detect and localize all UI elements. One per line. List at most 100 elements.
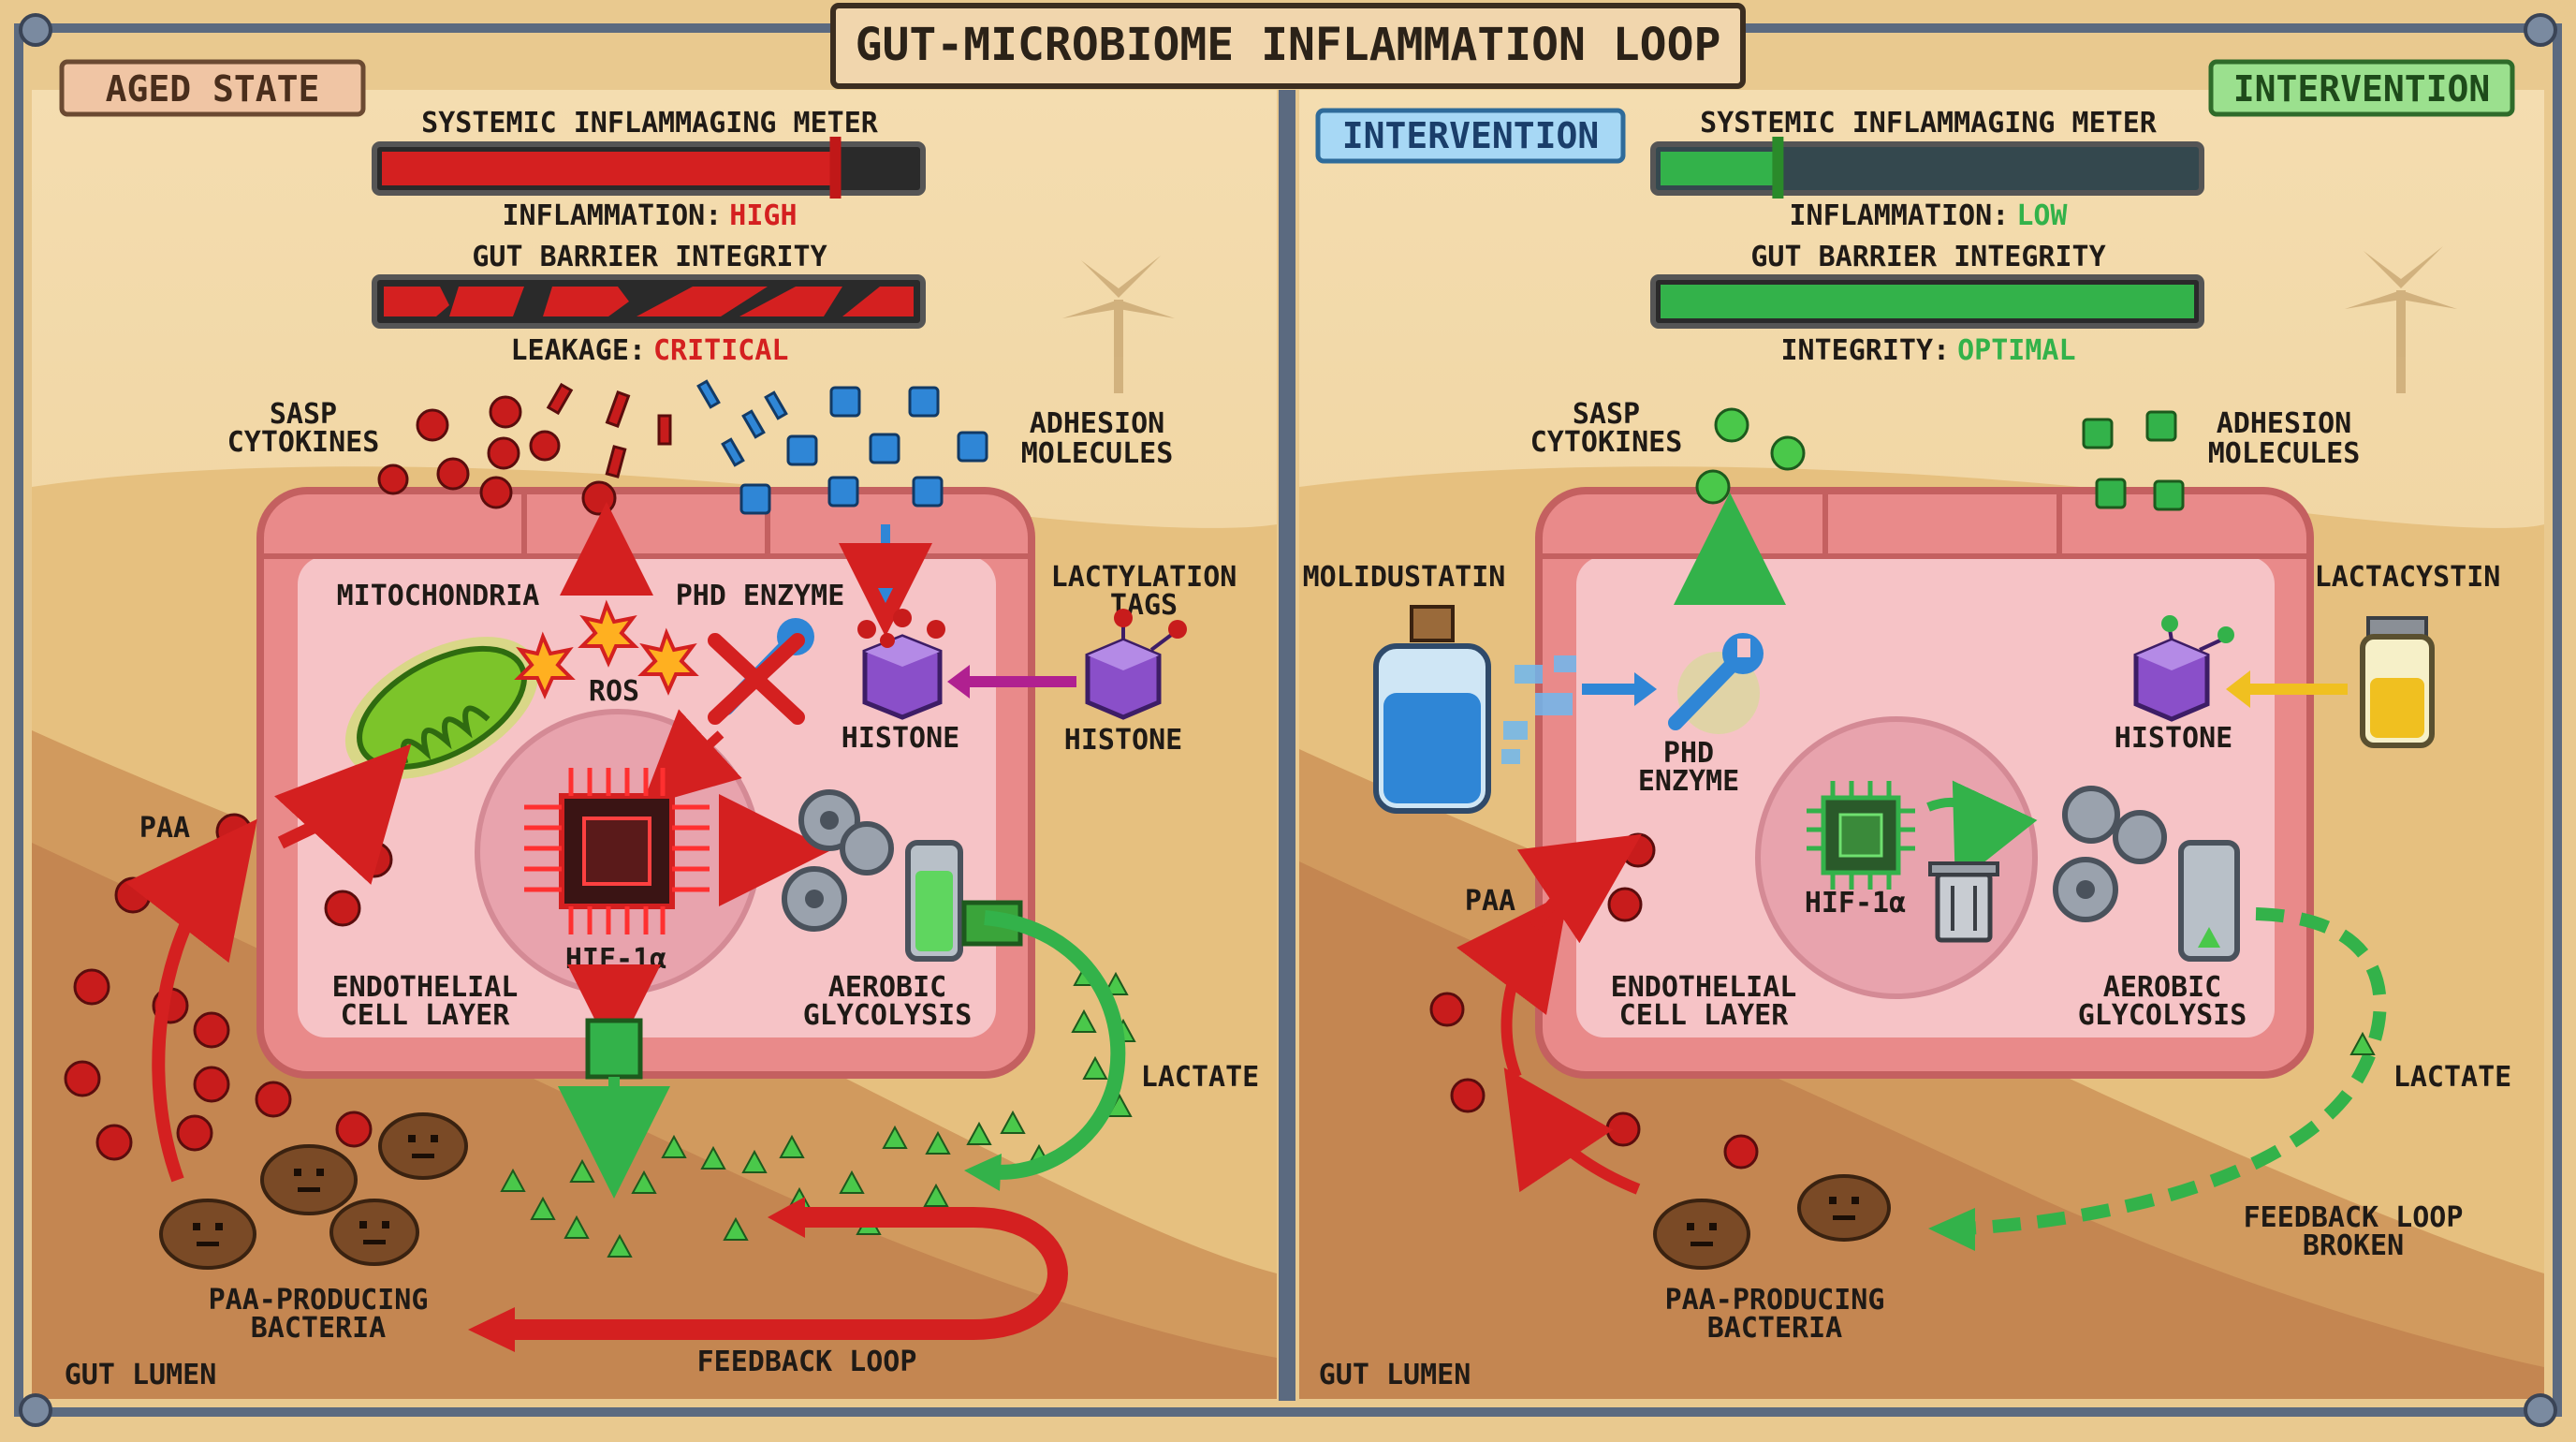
bacteria-faces: [193, 1135, 438, 1246]
left-adhesion-label-2: MOLECULES: [1021, 437, 1174, 470]
left-tag: AGED STATE: [59, 59, 366, 117]
histone-icon: [857, 609, 945, 720]
right-endothelial-label: ENDOTHELIAL: [1611, 971, 1797, 1004]
histone-icon: [2133, 615, 2234, 722]
right-bacteria-label: PAA-PRODUCING: [1665, 1284, 1885, 1317]
right-intervention-tag: INTERVENTION: [2208, 59, 2515, 117]
right-hif-label: HIF-1α: [1805, 887, 1906, 920]
hif-chip-icon: [1807, 781, 1915, 890]
left-paa-label: PAA: [139, 812, 190, 845]
svg-text:INTEGRITY:OPTIMAL: INTEGRITY:OPTIMAL: [1780, 334, 2075, 367]
left-barrier-meter: [372, 274, 926, 329]
bacteria-icon: [1653, 1174, 1891, 1270]
page-title: GUT-MICROBIOME INFLAMMATION LOOP: [856, 19, 1721, 71]
left-glycolysis-label: AEROBIC: [828, 971, 946, 1004]
aged-state-label: AGED STATE: [106, 68, 320, 110]
right-intervention-tag-blue: INTERVENTION: [1315, 108, 1626, 164]
meter-needle-icon: [829, 137, 842, 199]
left-gut-lumen-label: GUT LUMEN: [65, 1359, 217, 1391]
left-adhesion-label: ADHESION: [1030, 407, 1165, 440]
left-meter1-fill: [382, 152, 836, 185]
left-meter2-status-value: CRITICAL: [653, 334, 789, 367]
lactate-loop-arrow: [981, 910, 1126, 1180]
left-bacteria-label: PAA-PRODUCING: [209, 1284, 429, 1317]
feedback-loop-arrow: [505, 1207, 1068, 1340]
histone-label: HISTONE: [842, 722, 959, 755]
left-sasp-label: SASP: [270, 398, 337, 431]
right-meter1-status-label: INFLAMMATION:: [1790, 199, 2010, 232]
meter-needle-icon: [1772, 137, 1784, 199]
right-adhesion-label: ADHESION: [2217, 407, 2352, 440]
palm-tree-icon: [1062, 246, 2457, 393]
ros-label: ROS: [589, 675, 639, 708]
left-phd-label: PHD ENZYME: [676, 580, 845, 612]
right-phd-label: PHD: [1663, 737, 1714, 770]
right-adhesion-label-2: MOLECULES: [2208, 437, 2361, 470]
feedback-loop-label: FEEDBACK LOOP: [697, 1346, 917, 1378]
hif-to-trash-arrow: [1926, 780, 2038, 886]
bacteria-to-paa-arrow: [1503, 1067, 1641, 1195]
left-glycolysis-label-2: GLYCOLYSIS: [803, 999, 973, 1032]
svg-text:LEAKAGE:CRITICAL: LEAKAGE:CRITICAL: [511, 334, 789, 367]
right-meter2-fill: [1661, 285, 2194, 318]
bacteria-icon: [159, 1112, 468, 1270]
hif-chip-icon: [524, 768, 710, 934]
paa-to-mito-arrow: [274, 743, 412, 885]
right-meter1-fill: [1661, 152, 1778, 185]
bacteria-faces: [1687, 1197, 1859, 1246]
mitochondria-label: MITOCHONDRIA: [337, 580, 540, 612]
feedback-broken-label: FEEDBACK LOOP: [2244, 1201, 2464, 1234]
right-phd-label-2: ENZYME: [1638, 765, 1739, 798]
right-meter1-label: SYSTEMIC INFLAMMAGING METER: [1700, 107, 2158, 140]
paa-up-arrow: [1456, 890, 1569, 1080]
right-glycolysis-label-2: GLYCOLYSIS: [2078, 999, 2247, 1032]
svg-text:INFLAMMATION:HIGH: INFLAMMATION:HIGH: [502, 199, 797, 232]
right-lactate-label: LACTATE: [2393, 1061, 2511, 1094]
left-lactate-label: LACTATE: [1141, 1061, 1259, 1094]
right-sasp-label-2: CYTOKINES: [1530, 426, 1683, 459]
right-bacteria-label-2: BACTERIA: [1707, 1312, 1843, 1345]
left-bacteria-label-2: BACTERIA: [251, 1312, 387, 1345]
left-meter1-label: SYSTEMIC INFLAMMAGING METER: [421, 107, 879, 140]
molidustatin-label: MOLIDUSTATIN: [1303, 561, 1506, 594]
paa-up-arrow: [124, 818, 257, 1183]
left-meter1-status-label: INFLAMMATION:: [502, 199, 722, 232]
phd-to-hif-arrow: [641, 709, 742, 807]
spray-effect: [1501, 655, 1576, 764]
svg-text:INFLAMMATION:LOW: INFLAMMATION:LOW: [1790, 199, 2069, 232]
left-sasp-label-2: CYTOKINES: [227, 426, 380, 459]
ros-burst-icon: [514, 599, 699, 699]
feedback-broken-label-2: BROKEN: [2303, 1229, 2404, 1262]
broken-feedback-arrow: [1965, 907, 2387, 1235]
left-endothelial-label: ENDOTHELIAL: [332, 971, 519, 1004]
right-gut-lumen-label: GUT LUMEN: [1319, 1359, 1471, 1391]
intervention-top-label: INTERVENTION: [1342, 115, 1600, 156]
wrench-icon: [1668, 633, 1764, 734]
right-inflammaging-meter: [1650, 137, 2204, 199]
paa-to-cell-arrow: [1516, 833, 1642, 944]
glycolysis-machine-icon: [2053, 786, 2240, 962]
right-endothelial-label-2: CELL LAYER: [1619, 999, 1790, 1032]
right-paa-label: PAA: [1465, 885, 1515, 918]
histone-out-label: HISTONE: [1064, 724, 1182, 757]
right-barrier-meter: [1650, 274, 2204, 329]
sasp-cytokine-icon: [377, 382, 672, 516]
left-meter2-status-label: LEAKAGE:: [511, 334, 647, 367]
glycolysis-machine-icon: [782, 789, 1023, 962]
hif-down-arrow: [558, 964, 670, 1199]
title-banner: GUT-MICROBIOME INFLAMMATION LOOP: [830, 3, 1746, 89]
left-meter2-label: GUT BARRIER INTEGRITY: [472, 241, 827, 273]
right-meter1-status-value: LOW: [2016, 199, 2068, 232]
mitochondria-icon: [344, 637, 539, 779]
left-hif-label: HIF-1α: [565, 943, 666, 976]
right-glycolysis-label: AEROBIC: [2103, 971, 2221, 1004]
lactacystin-label: LACTACYSTIN: [2315, 561, 2501, 594]
left-inflammaging-meter: [372, 137, 926, 199]
broken-wrench-icon: [708, 618, 814, 725]
molidustatin-bottle-icon: [1373, 605, 1491, 814]
lactylation-label: LACTYLATION: [1051, 561, 1237, 594]
right-meter2-label: GUT BARRIER INTEGRITY: [1750, 241, 2105, 273]
right-sasp-label: SASP: [1573, 398, 1640, 431]
